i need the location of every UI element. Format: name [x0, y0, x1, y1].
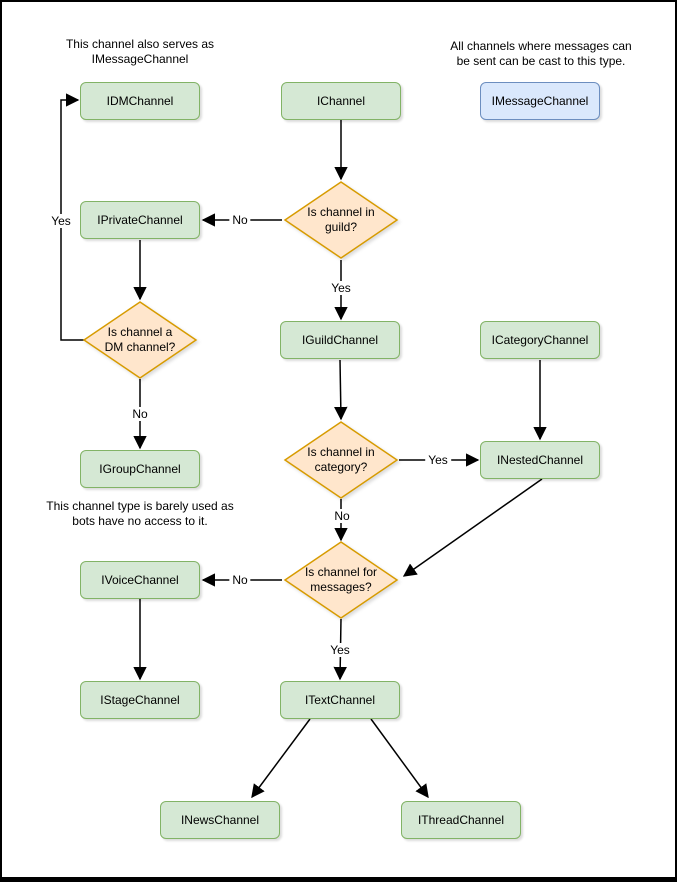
diamond-shape	[283, 541, 399, 619]
decision-label: Is channel for messages?	[304, 565, 378, 594]
edge-label-dm-yes: Yes	[48, 214, 74, 228]
note-imessagechannel: All channels where messages can be sent …	[450, 39, 632, 68]
decision-label: Is channel in guild?	[307, 205, 375, 234]
note-igroupchannel: This channel type is barely used as bots…	[46, 499, 234, 528]
edge-itextchannel-to-ithreadchannel	[370, 718, 429, 799]
diamond-shape	[82, 301, 198, 379]
edge-inestedchannel-to-messages-decision	[402, 478, 543, 577]
node-icategorychannel: ICategoryChannel	[480, 321, 600, 359]
node-iguildchannel: IGuildChannel	[280, 321, 400, 359]
node-inestedchannel: INestedChannel	[480, 441, 600, 479]
edge-label-guild-no: No	[229, 213, 251, 227]
note-idmchannel: This channel also serves as IMessageChan…	[65, 37, 215, 66]
edge-label-guild-yes: Yes	[328, 281, 354, 295]
decision-is-channel-a-dm: Is channel a DM channel?	[82, 301, 198, 379]
node-igroupchannel: IGroupChannel	[80, 450, 200, 488]
node-inewschannel: INewsChannel	[160, 801, 280, 839]
node-ivoicechannel: IVoiceChannel	[80, 561, 200, 599]
decision-is-channel-in-category: Is channel in category?	[283, 421, 399, 499]
diamond-shape	[283, 181, 399, 259]
node-istagechannel: IStageChannel	[80, 681, 200, 719]
decision-label: Is channel a DM channel?	[104, 325, 176, 354]
node-ichannel: IChannel	[281, 82, 401, 120]
edge-label-category-no: No	[331, 509, 353, 523]
decision-is-channel-in-guild: Is channel in guild?	[283, 181, 399, 259]
edge-label-dm-no: No	[129, 407, 151, 421]
edge-label-messages-no: No	[229, 573, 251, 587]
node-itextchannel: ITextChannel	[280, 681, 400, 719]
node-iprivatechannel: IPrivateChannel	[80, 201, 200, 239]
node-ithreadchannel: IThreadChannel	[401, 801, 521, 839]
edge-itextchannel-to-inewschannel	[251, 718, 311, 799]
diamond-shape	[283, 421, 399, 499]
edge-label-messages-yes: Yes	[327, 643, 353, 657]
edge-iguildchannel-to-category-decision	[334, 359, 348, 421]
node-idmchannel: IDMChannel	[80, 82, 200, 120]
edge-label-category-yes: Yes	[425, 453, 451, 467]
node-imessagechannel: IMessageChannel	[480, 82, 600, 120]
decision-label: Is channel in category?	[307, 445, 375, 474]
decision-is-channel-for-messages: Is channel for messages?	[283, 541, 399, 619]
